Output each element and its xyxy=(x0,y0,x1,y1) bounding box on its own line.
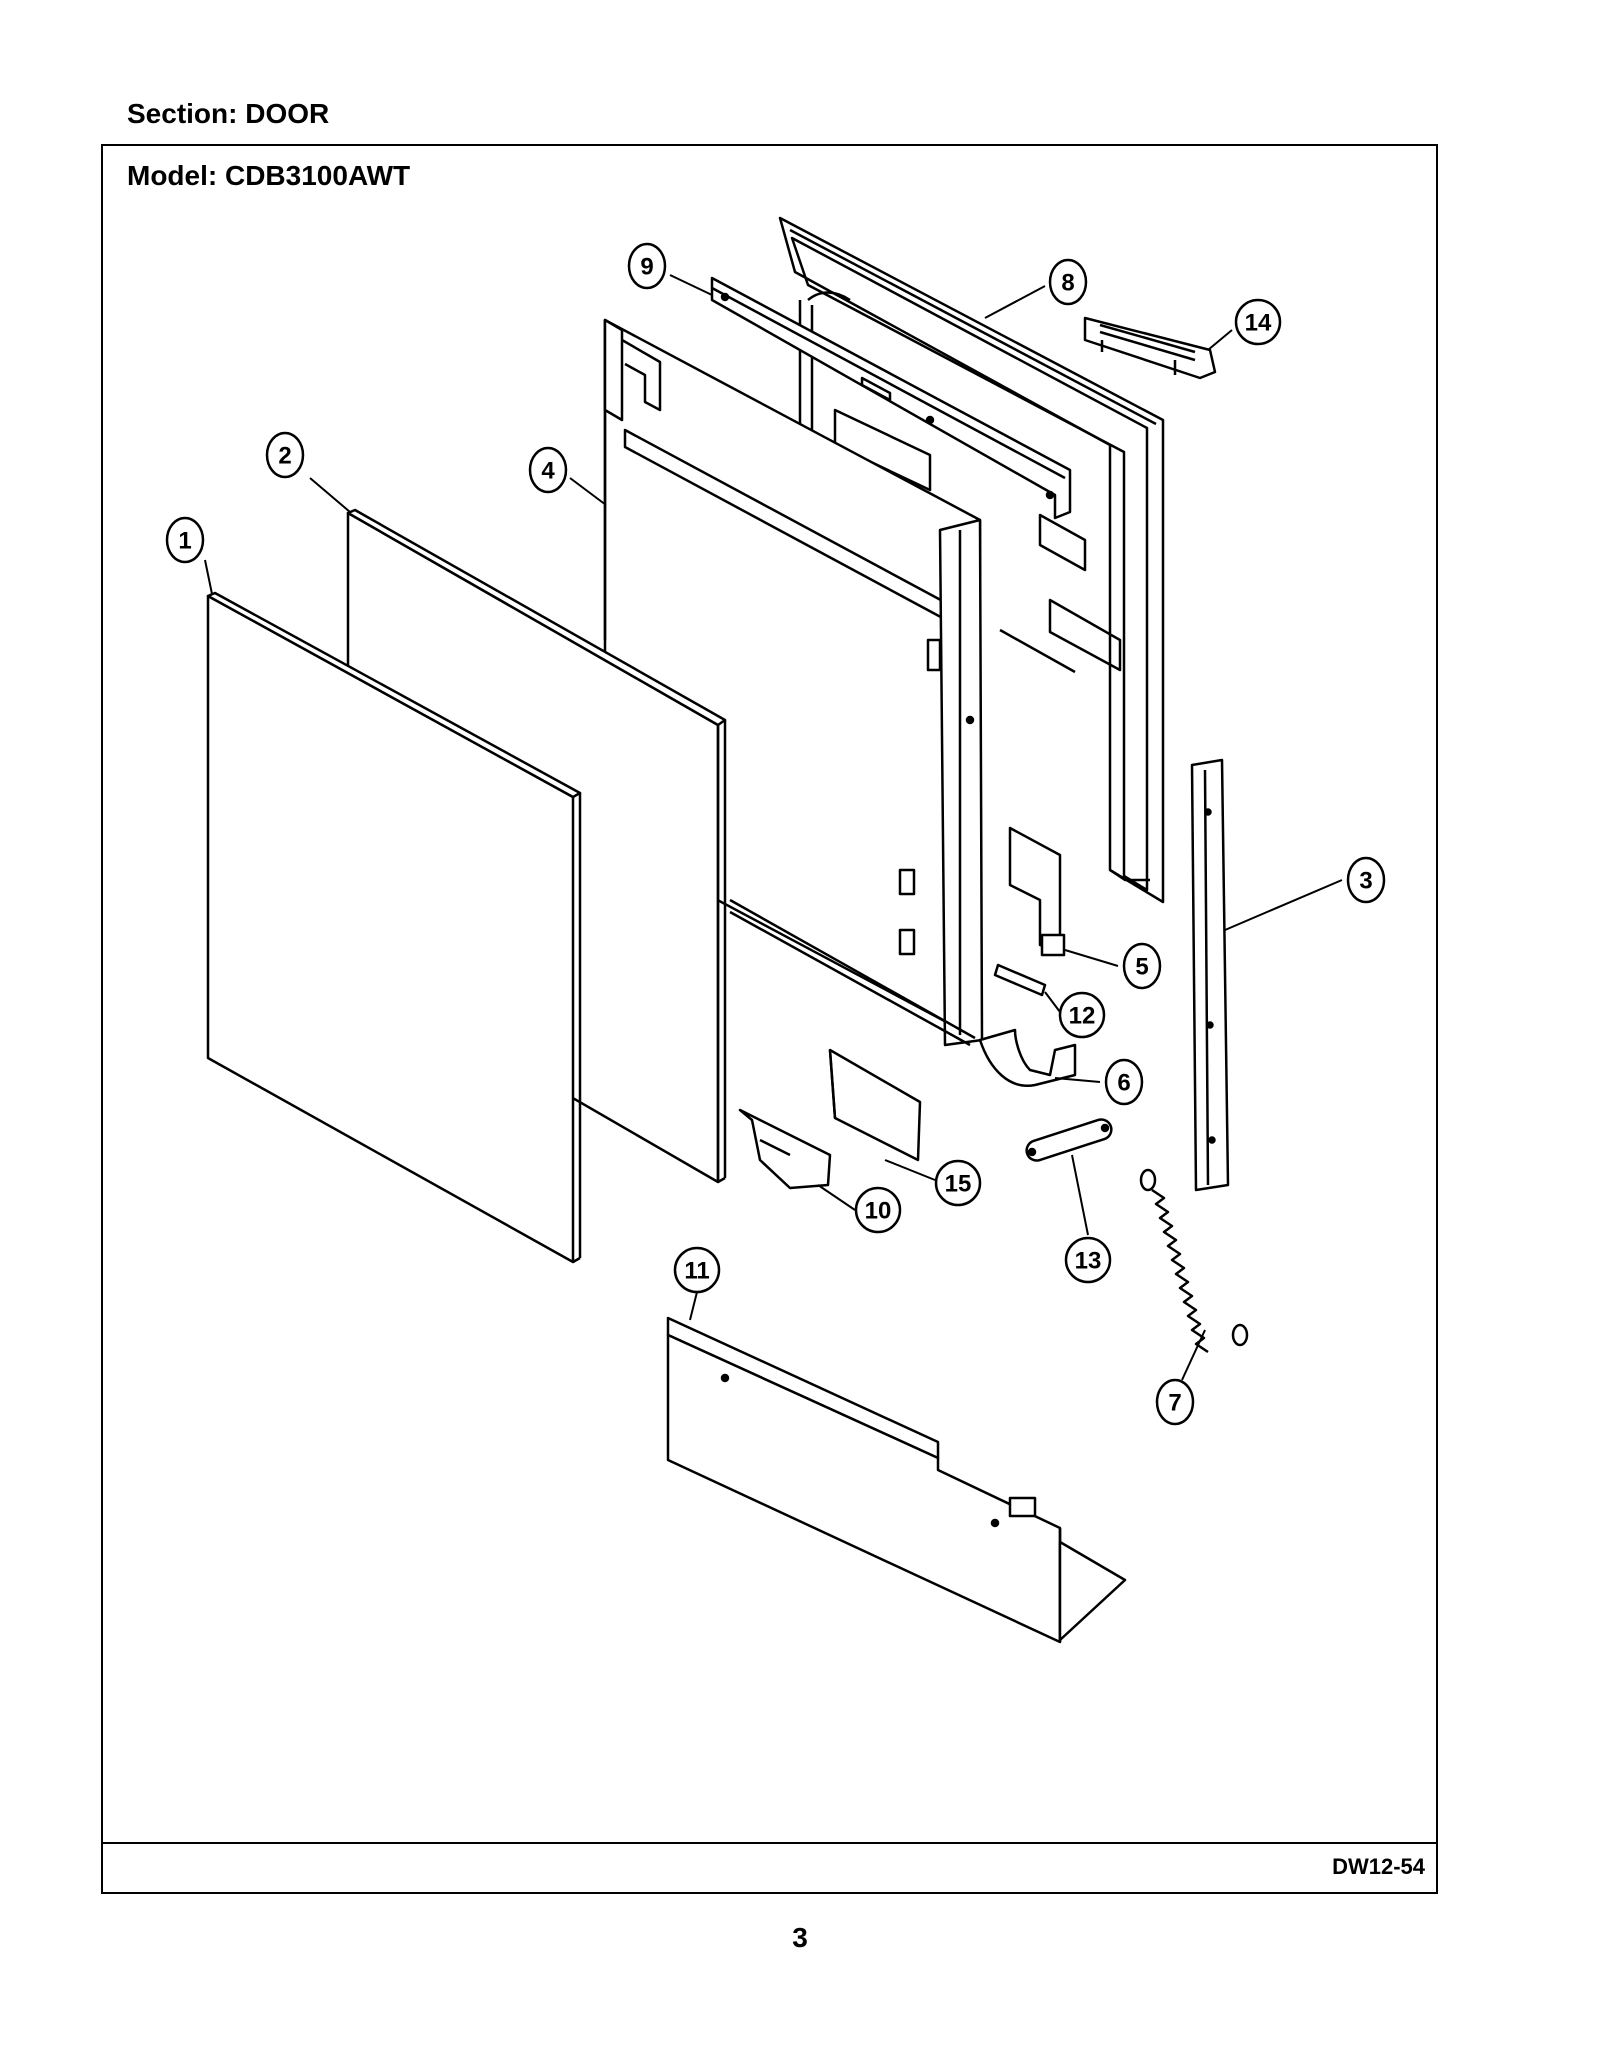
callout-balloons xyxy=(165,242,1386,1426)
part-10-bracket xyxy=(738,1108,832,1190)
part-14-handle xyxy=(1083,316,1217,380)
model-title: Model: CDB3100AWT xyxy=(127,160,411,191)
part-13-link xyxy=(1025,1118,1113,1162)
part-7-spring xyxy=(1139,1168,1249,1354)
part-11-bottom-trim xyxy=(666,1316,1127,1644)
callout-7: 7 xyxy=(1168,1390,1181,1417)
callout-leaders xyxy=(204,274,1343,1381)
document-code: DW12-54 xyxy=(1332,1854,1425,1879)
section-title: Section: DOOR xyxy=(127,98,330,129)
callout-4: 4 xyxy=(541,458,555,485)
callout-12: 12 xyxy=(1069,1003,1096,1030)
part-9-top-channel xyxy=(710,276,1072,520)
callout-3: 3 xyxy=(1359,868,1372,895)
diagram-frame xyxy=(101,144,1438,1894)
callout-9: 9 xyxy=(640,254,653,281)
callout-14: 14 xyxy=(1245,310,1272,337)
part-5-latch xyxy=(1008,826,1066,957)
callout-11: 11 xyxy=(684,1258,709,1285)
callout-15: 15 xyxy=(945,1171,972,1198)
part-12-strip xyxy=(993,963,1047,997)
callout-2: 2 xyxy=(278,443,291,470)
part-1-front-panel xyxy=(206,591,582,1264)
part-3-side-strip xyxy=(1190,758,1230,1192)
callout-6: 6 xyxy=(1117,1070,1130,1097)
footer-divider xyxy=(101,1842,1438,1844)
part-15-plate xyxy=(828,1048,922,1162)
callout-8: 8 xyxy=(1061,270,1074,297)
callout-13: 13 xyxy=(1075,1248,1102,1275)
part-6-hinge xyxy=(978,1028,1077,1088)
callout-1: 1 xyxy=(178,528,191,555)
callout-5: 5 xyxy=(1135,954,1148,981)
page-number: 3 xyxy=(792,1922,808,1953)
callout-10: 10 xyxy=(865,1198,892,1225)
